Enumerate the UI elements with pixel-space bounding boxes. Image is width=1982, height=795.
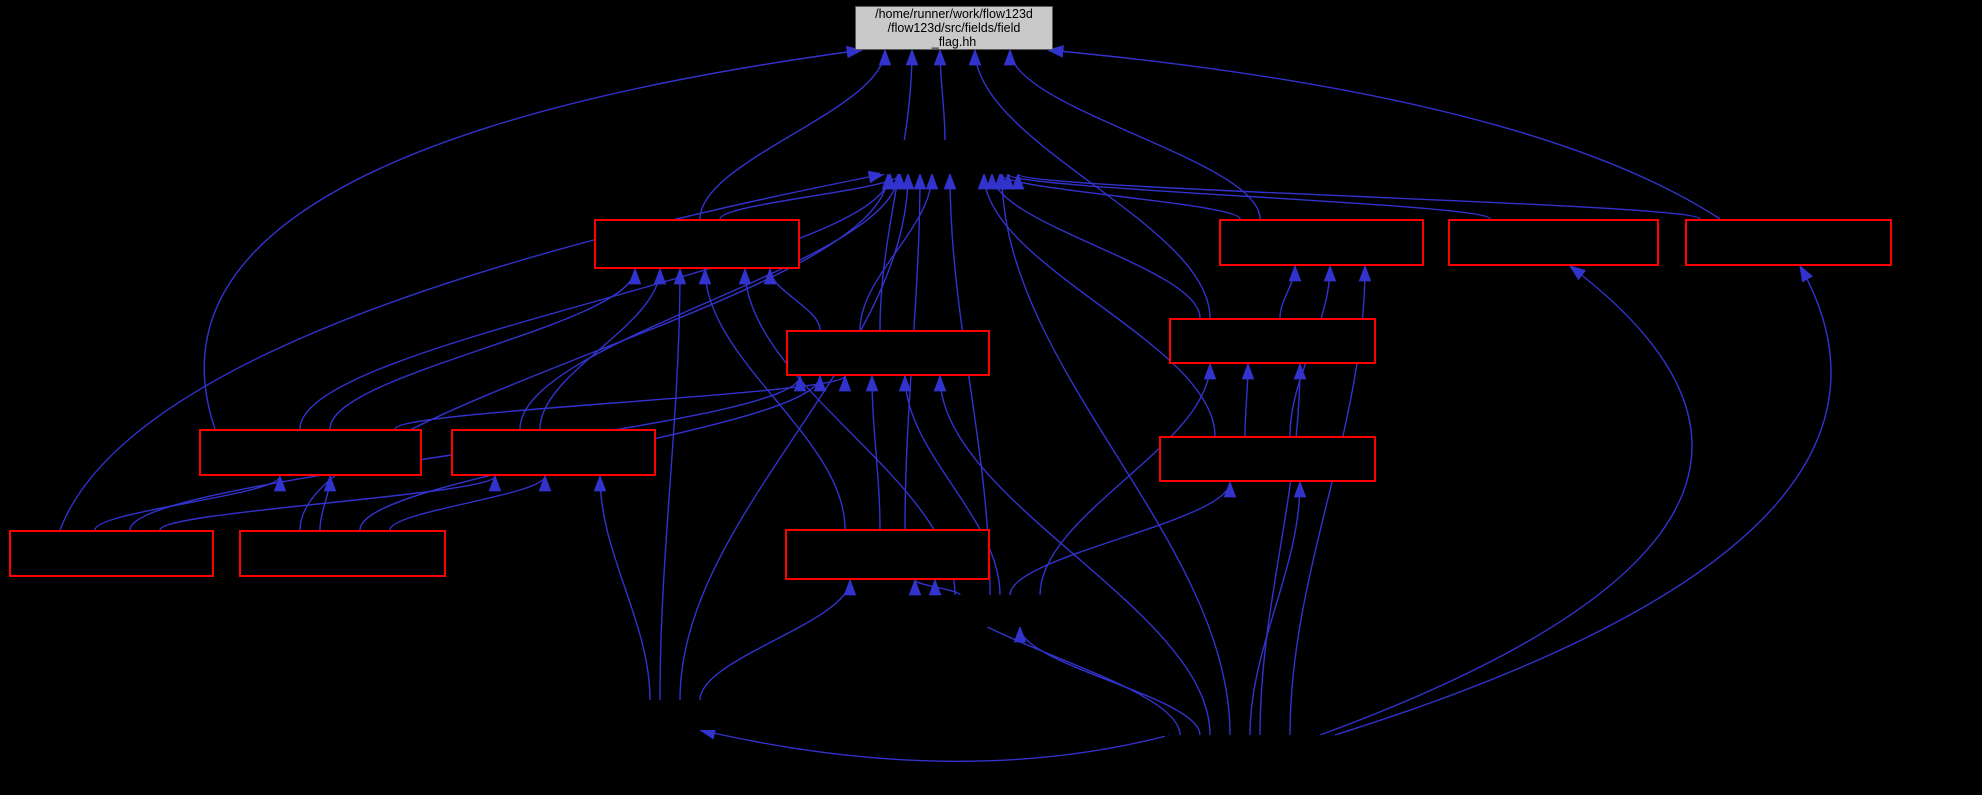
graph-node[interactable] [199,429,422,476]
include-edge [698,727,1171,762]
node-label-line: /home/runner/work/flow123d [875,7,1033,21]
include-edge [1012,172,1701,220]
include-edge [1334,264,1832,736]
include-edge [985,172,1201,319]
include-edge [859,172,939,331]
include-edge [659,267,687,701]
include-edge [679,172,915,701]
include-edge [1046,45,1721,220]
include-edge [519,172,905,430]
include-edge [698,267,846,530]
node-label-line: /flow123d/src/fields/field [887,21,1021,35]
graph-node[interactable] [1448,219,1659,266]
include-edge [879,48,919,331]
include-edge [1319,265,1693,736]
include-edge [1241,362,1255,437]
graph-node-hidden [620,700,760,730]
include-edge [865,374,881,530]
include-edge [977,172,1216,437]
include-edge [203,45,864,430]
graph-node[interactable] [1159,436,1376,482]
graph-node[interactable] [785,529,990,580]
graph-node-hidden [880,140,1030,174]
graph-node[interactable] [1685,219,1892,266]
include-edge [699,578,857,701]
include-edge [1013,625,1201,736]
node-label-line: _flag.hh [931,35,977,49]
include-edge [394,374,851,430]
include-edge [593,474,651,701]
include-edge [1249,480,1307,736]
include-edge [329,267,642,430]
graph-node-current: /home/runner/work/flow123d/flow123d/src/… [855,6,1053,50]
include-edge [1009,480,1237,596]
graph-node[interactable] [1219,219,1424,266]
include-edge [898,374,1001,596]
graph-node[interactable] [594,219,800,269]
include-edge [995,172,1231,736]
graph-node[interactable] [9,530,214,577]
graph-node-hidden [1165,735,1335,771]
edges [59,45,1832,762]
include-edge [1002,172,1491,220]
graph-node[interactable] [786,330,990,376]
include-edge [1279,264,1302,319]
include-edge [299,172,897,430]
include-edge [59,170,886,531]
include-edge [763,267,821,331]
include-edge [1039,362,1217,596]
graph-node[interactable] [451,429,656,476]
include-edge [94,474,287,531]
graph-node[interactable] [1169,318,1376,364]
include-edge [933,374,1211,736]
include-edge [1259,362,1307,736]
include-edge [933,48,947,141]
graph-node[interactable] [239,530,446,577]
include-edge [699,48,892,220]
include-edge [389,474,552,531]
include-edge [159,474,502,531]
graph-node-hidden [940,595,1090,627]
